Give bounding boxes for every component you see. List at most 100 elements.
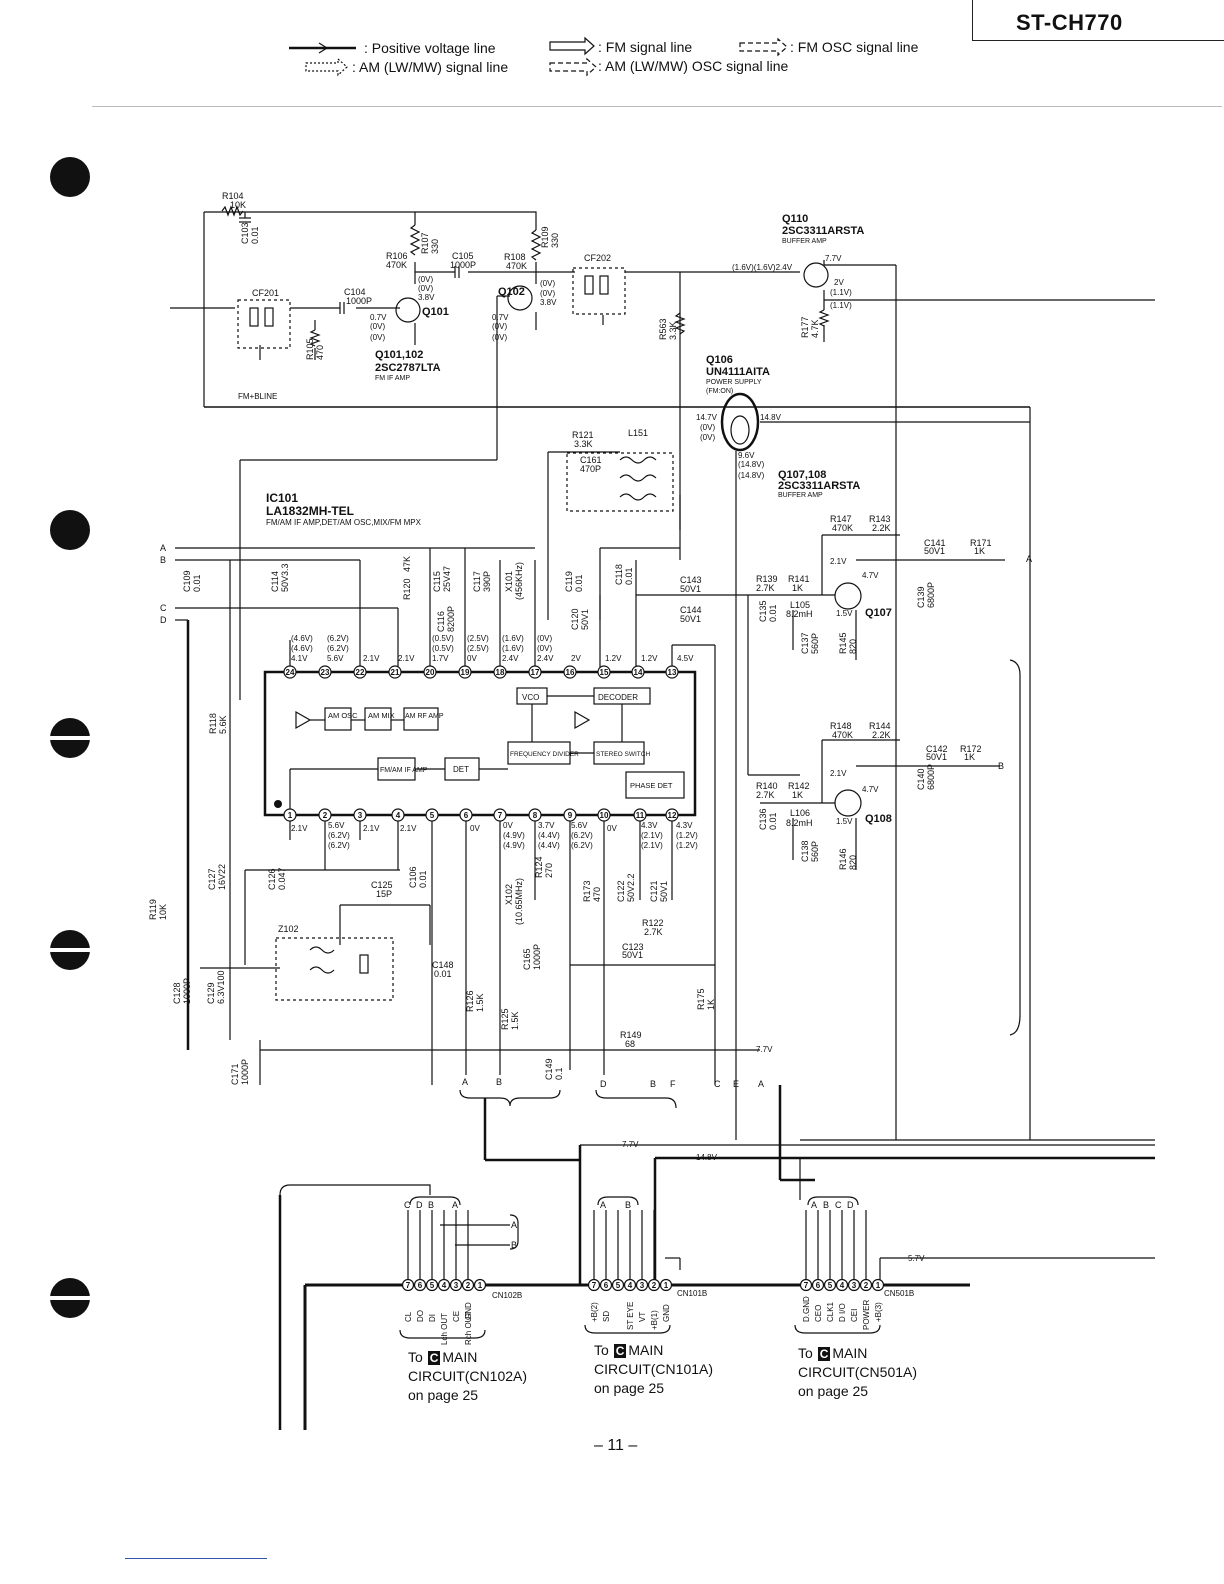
ic101-bottom-pin-5 bbox=[425, 808, 439, 822]
cn102b-pin-4 bbox=[437, 1278, 451, 1292]
cn102b-sig-cl: CL bbox=[404, 1311, 413, 1322]
v-ic-bot-7: 0V bbox=[470, 824, 480, 833]
sig-c-left: C bbox=[160, 603, 167, 613]
label-q110: Q110 bbox=[782, 213, 808, 225]
label-c119-val: 0.01 bbox=[574, 574, 584, 592]
label-l105: L105 bbox=[790, 600, 810, 610]
ic101-bottom-pin-7 bbox=[493, 808, 507, 822]
v-ic-top-24: 4.5V bbox=[677, 654, 694, 663]
label-r126-val: 1.5K bbox=[475, 993, 485, 1012]
v-ic-bot-19: (2.1V) bbox=[641, 831, 663, 840]
v-ic-top-15: (1.6V) bbox=[502, 634, 524, 643]
ic101-bottom-pin-3 bbox=[353, 808, 367, 822]
label-c115: C115 bbox=[432, 571, 442, 592]
label-r141: R141 bbox=[788, 574, 810, 584]
label-r104-val: 10K bbox=[230, 200, 246, 210]
label-r126: R126 bbox=[465, 990, 475, 1012]
v-q106-5: 9.6V bbox=[738, 451, 755, 460]
v-ic-top-8: 2.1V bbox=[398, 654, 415, 663]
label-ic101: IC101 bbox=[266, 491, 298, 505]
v-ic-top-17: 2.4V bbox=[502, 654, 519, 663]
ic-pin1-marker bbox=[274, 800, 282, 808]
v-q102-2: (0V) bbox=[540, 289, 555, 298]
v-ic-bot-20: (2.1V) bbox=[641, 841, 663, 850]
ic101-bottom-pin-4 bbox=[391, 808, 405, 822]
page-ref: on page 25 bbox=[408, 1387, 479, 1403]
label-ic101-func: FM/AM IF AMP,DET/AM OSC,MIX/FM MPX bbox=[266, 518, 422, 527]
ic101-top-pin-label-22: 22 bbox=[356, 668, 365, 677]
label-r172-val: 1K bbox=[964, 752, 975, 762]
label-c114: C114 bbox=[270, 571, 280, 592]
label-c137: C137 bbox=[800, 632, 810, 654]
cn102b-sig-di: DI bbox=[428, 1314, 437, 1322]
label-c104-val: 1000P bbox=[346, 296, 372, 306]
ic101-bottom-pin-label-7: 7 bbox=[498, 811, 503, 820]
ic101-bottom-pin-label-9: 9 bbox=[568, 811, 573, 820]
label-c105: C105 bbox=[452, 251, 474, 261]
label-q106-func: POWER SUPPLY bbox=[706, 379, 762, 386]
label-q108: Q108 bbox=[865, 813, 892, 825]
cn102b-sig-lch: Lch OUT bbox=[440, 1313, 449, 1345]
label-c161: C161 bbox=[580, 455, 602, 465]
label-c125-val: 15P bbox=[376, 889, 392, 899]
sig-b-bus: B bbox=[511, 1240, 517, 1250]
ic101-bottom-pin-11 bbox=[633, 808, 647, 822]
cn101b-pin-label-2: 2 bbox=[652, 1281, 657, 1290]
v-q110-c: 7.7V bbox=[825, 254, 842, 263]
cn101b-pin-4 bbox=[623, 1278, 637, 1292]
v-q102-5: (0V) bbox=[492, 322, 507, 331]
sig-a-ic2: A bbox=[758, 1079, 764, 1089]
v-ic-top-19: (0V) bbox=[537, 644, 552, 653]
label-c117-val: 390P bbox=[482, 571, 492, 592]
label-r142-val: 1K bbox=[792, 790, 803, 800]
legend-fm: : FM signal line bbox=[598, 39, 693, 55]
v-q102-4: 0.7V bbox=[492, 313, 509, 322]
v-ic-bot-8: 0V bbox=[503, 821, 513, 830]
v-q106-3: (0V) bbox=[700, 433, 715, 442]
label-r143-val: 2.2K bbox=[872, 523, 891, 533]
block-stereo-switch: STEREO SWITCH bbox=[596, 751, 650, 758]
label-r175: R175 bbox=[696, 988, 706, 1010]
ic101-top-pin-14 bbox=[631, 665, 645, 679]
label-c121: C121 bbox=[649, 880, 659, 902]
label-fm-b-line: FM+BLINE bbox=[238, 392, 277, 401]
label-r149-val: 68 bbox=[625, 1039, 635, 1049]
binder-hole-2 bbox=[50, 510, 90, 550]
label-c123: C123 bbox=[622, 942, 644, 952]
v-q107-e: 1.5V bbox=[836, 609, 853, 618]
label-c149: C149 bbox=[544, 1058, 554, 1080]
label-c125: C125 bbox=[371, 880, 393, 890]
label-r145-val: 820 bbox=[848, 639, 858, 654]
label-c122: C122 bbox=[616, 880, 626, 902]
cn102b-pin-label-4: 4 bbox=[442, 1281, 447, 1290]
ic101-bottom-pin-label-2: 2 bbox=[323, 811, 328, 820]
label-x102-val: (10.65MHz) bbox=[514, 878, 524, 925]
v-q101-6: (0V) bbox=[370, 333, 385, 342]
label-r177: R177 bbox=[800, 316, 810, 338]
label-r139: R139 bbox=[756, 574, 778, 584]
label-r177-val: 4.7K bbox=[810, 319, 820, 338]
ic101-bottom-pin-6 bbox=[459, 808, 473, 822]
label-r122-val: 2.7K bbox=[644, 927, 663, 937]
cn101b-pin-label-5: 5 bbox=[616, 1281, 621, 1290]
v-ic-top-2: (4.6V) bbox=[291, 644, 313, 653]
block-frequency-divider: FREQUENCY DIVIDER bbox=[510, 751, 579, 758]
label-r172: R172 bbox=[960, 744, 982, 754]
label-r118-val: 5.6K bbox=[218, 715, 228, 734]
ic101-top-pin-13 bbox=[665, 665, 679, 679]
legend-am-osc: : AM (LW/MW) OSC signal line bbox=[598, 58, 789, 74]
cn102b-pin-6 bbox=[413, 1278, 427, 1292]
cn102b-sig-ce: CE bbox=[452, 1311, 461, 1322]
ic101-top-pin-label-15: 15 bbox=[600, 668, 609, 677]
label-c142-val: 50V1 bbox=[926, 752, 947, 762]
sig-b-left: B bbox=[160, 555, 166, 565]
ic101-top-pin-16 bbox=[563, 665, 577, 679]
cn101b-sig-vt: VT bbox=[638, 1312, 647, 1322]
label-q106-mode: (FM:ON) bbox=[706, 388, 733, 395]
cn102b-group-a: A bbox=[452, 1200, 458, 1210]
binder-hole-1 bbox=[50, 157, 90, 197]
block-decoder: DECODER bbox=[598, 693, 638, 702]
cn102b-sig-do: DO bbox=[416, 1310, 425, 1322]
sig-c-ic: C bbox=[714, 1079, 721, 1089]
